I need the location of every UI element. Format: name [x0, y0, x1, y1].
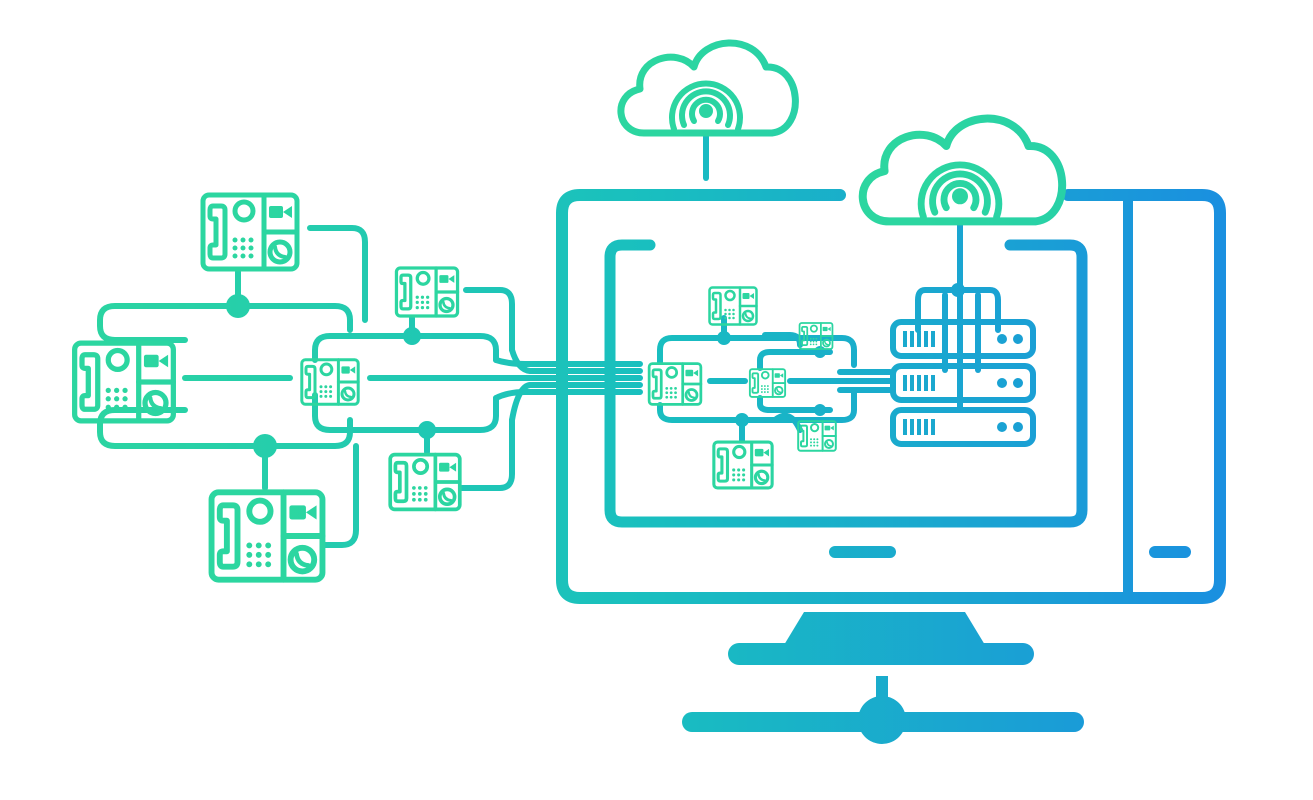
monitor-stand — [728, 612, 1034, 665]
intercom-panel-icon — [712, 440, 774, 490]
intercom-panel-icon — [748, 368, 787, 398]
server-icon — [890, 407, 1036, 447]
intercom-panel-icon — [647, 361, 703, 407]
cloud-icon — [621, 43, 795, 133]
intercom-panel-icon — [75, 343, 174, 421]
junction-dots — [226, 283, 965, 458]
intercom-panel-icon — [797, 420, 837, 452]
server-icon — [890, 363, 1036, 403]
intercom-panel-icon — [388, 452, 462, 512]
intercom-panel-icon — [212, 492, 323, 579]
intercom-panel-icon — [394, 266, 460, 318]
intercom-panel-icon — [203, 195, 297, 269]
cloud-wireless-icon — [863, 119, 1062, 222]
intercom-panel-icon — [707, 285, 759, 327]
server-stack — [890, 319, 1036, 447]
server-icon — [890, 319, 1036, 359]
intercom-panel-icon — [299, 357, 361, 407]
monitor-icon — [556, 189, 1226, 604]
network-hub-icon — [682, 676, 1084, 744]
